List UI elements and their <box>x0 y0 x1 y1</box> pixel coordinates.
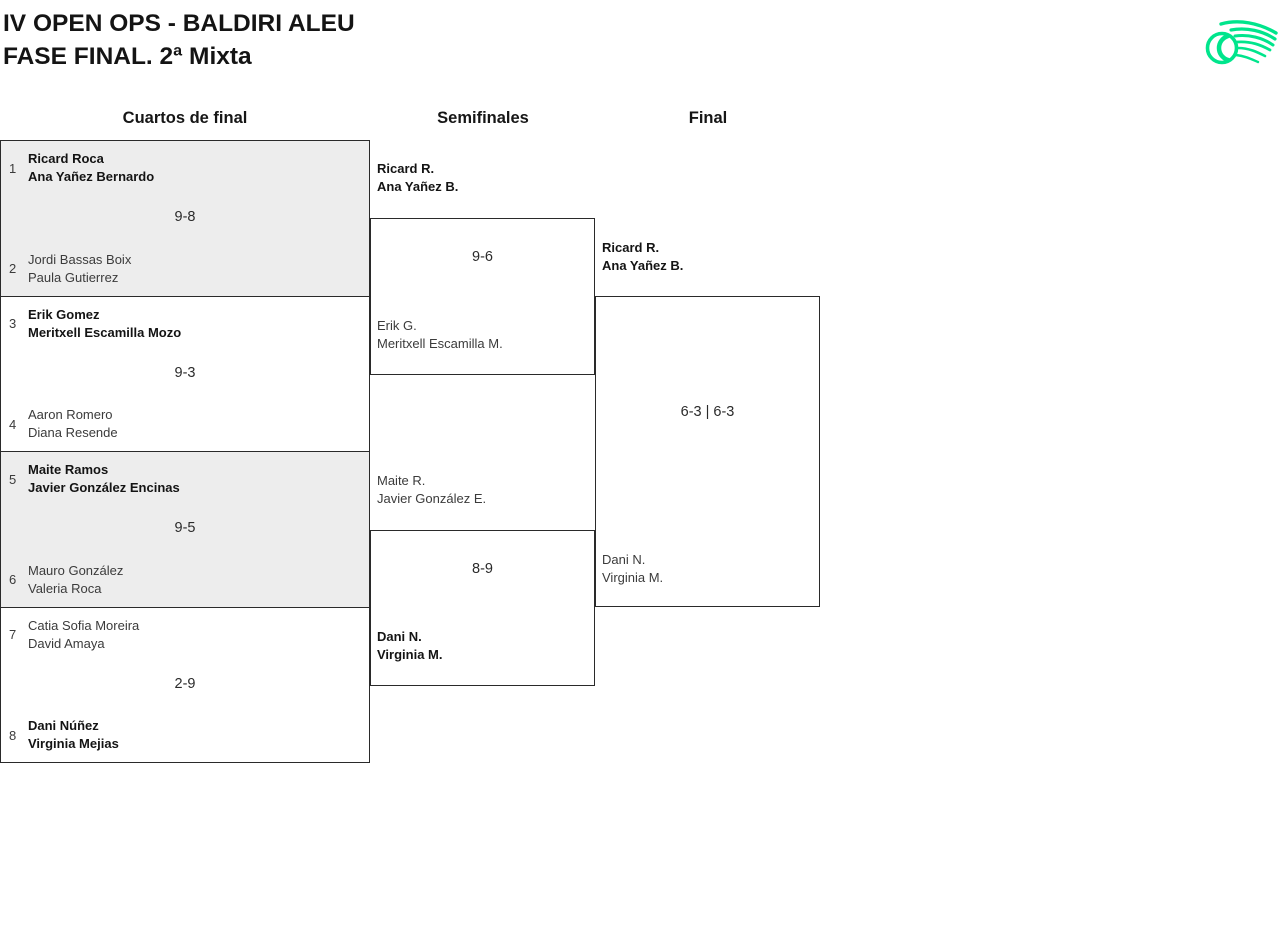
team-names: Jordi Bassas Boix Paula Gutierrez <box>28 251 131 287</box>
match-score: 9-5 <box>174 520 196 537</box>
team-names: Catia Sofia Moreira David Amaya <box>28 617 139 653</box>
player-name: Diana Resende <box>28 425 118 440</box>
player-name: Dani N. <box>377 629 422 644</box>
team-slot: 4 Aaron Romero Diana Resende <box>9 406 363 442</box>
player-name: Mauro González <box>28 562 124 578</box>
player-name: Meritxell Escamilla M. <box>377 336 503 351</box>
player-name: David Amaya <box>28 635 105 651</box>
final-top-team: Ricard R. Ana Yañez B. <box>602 239 683 275</box>
page-title: IV OPEN OPS - BALDIRI ALEU FASE FINAL. 2… <box>3 7 355 73</box>
player-name: Valeria Roca <box>28 580 102 596</box>
match-score: 8-9 <box>472 561 493 577</box>
player-name: Ana Yañez Bernardo <box>28 169 155 184</box>
round-header-final: Final <box>688 109 728 127</box>
tennis-ball-swoosh-icon <box>1205 20 1278 65</box>
semifinal-1-bottom-team: Erik G. Meritxell Escamilla M. <box>377 317 503 353</box>
team-names: Dani Núñez Virginia Mejias <box>28 717 119 753</box>
match-score: 9-3 <box>174 364 196 381</box>
player-name: Javier González E. <box>377 491 487 506</box>
player-name: Erik Gomez <box>28 306 100 322</box>
team-names: Dani N. Virginia M. <box>377 628 443 664</box>
quarterfinals-column: 1 Ricard Roca Ana Yañez Bernardo 9-8 2 J… <box>0 140 370 763</box>
player-name: Virginia M. <box>377 647 443 662</box>
quarterfinal-match-1: 1 Ricard Roca Ana Yañez Bernardo 9-8 2 J… <box>1 141 369 296</box>
seed-number: 6 <box>9 572 17 587</box>
match-score: 9-6 <box>472 249 493 265</box>
seed-number: 2 <box>9 261 17 276</box>
player-name: Javier González Encinas <box>28 480 180 495</box>
seed-number: 3 <box>9 316 17 331</box>
team-slot: 1 Ricard Roca Ana Yañez Bernardo <box>9 150 363 186</box>
seed-number: 8 <box>9 727 17 743</box>
semifinal-1-top-team: Ricard R. Ana Yañez B. <box>377 160 458 196</box>
player-name: Erik G. <box>377 318 417 333</box>
player-name: Ana Yañez B. <box>602 258 684 273</box>
player-name: Ana Yañez B. <box>377 179 459 194</box>
phase-name: FASE FINAL. 2ª Mixta <box>3 43 252 70</box>
team-slot: 8 Dani Núñez Virginia Mejias <box>9 717 363 753</box>
semifinal-2-box: 8-9 <box>370 530 595 686</box>
player-name: Aaron Romero <box>28 407 113 422</box>
player-name: Maite Ramos <box>28 462 109 477</box>
player-name: Virginia Mejias <box>28 736 119 751</box>
team-names: Ricard R. Ana Yañez B. <box>602 239 683 275</box>
player-name: Dani N. <box>602 552 646 567</box>
team-names: Aaron Romero Diana Resende <box>28 406 118 442</box>
round-header-quarterfinals: Cuartos de final <box>122 109 248 127</box>
seed-number: 7 <box>9 627 17 642</box>
tournament-name: IV OPEN OPS - BALDIRI ALEU <box>3 10 355 37</box>
match-score: 2-9 <box>174 675 196 692</box>
team-slot: 7 Catia Sofia Moreira David Amaya <box>9 617 363 653</box>
semifinal-2-top-team: Maite R. Javier González E. <box>377 472 486 508</box>
player-name: Ricard Roca <box>28 151 104 166</box>
team-names: Maite R. Javier González E. <box>377 472 486 508</box>
quarterfinal-match-2: 3 Erik Gomez Meritxell Escamilla Mozo 9-… <box>1 295 369 451</box>
quarterfinal-match-3: 5 Maite Ramos Javier González Encinas 9-… <box>1 451 369 607</box>
seed-number: 1 <box>9 160 17 176</box>
team-names: Ricard Roca Ana Yañez Bernardo <box>28 150 154 186</box>
final-bottom-team: Dani N. Virginia M. <box>602 551 663 587</box>
semifinal-2-bottom-team: Dani N. Virginia M. <box>377 628 443 664</box>
semifinal-1-box: 9-6 <box>370 218 595 375</box>
seed-number: 5 <box>9 471 17 487</box>
player-name: Ricard R. <box>377 161 435 176</box>
team-slot: 6 Mauro González Valeria Roca <box>9 562 363 598</box>
team-names: Erik Gomez Meritxell Escamilla Mozo <box>28 306 181 342</box>
quarterfinal-match-4: 7 Catia Sofia Moreira David Amaya 2-9 8 … <box>1 606 369 762</box>
team-slot: 3 Erik Gomez Meritxell Escamilla Mozo <box>9 306 363 342</box>
match-score: 9-8 <box>174 209 196 226</box>
round-header-semifinals: Semifinales <box>437 109 529 127</box>
team-names: Ricard R. Ana Yañez B. <box>377 160 458 196</box>
player-name: Paula Gutierrez <box>28 269 119 285</box>
player-name: Maite R. <box>377 473 426 488</box>
player-name: Virginia M. <box>602 570 664 585</box>
team-names: Mauro González Valeria Roca <box>28 562 123 598</box>
final-box: 6-3 | 6-3 <box>595 296 820 607</box>
team-names: Erik G. Meritxell Escamilla M. <box>377 317 503 353</box>
team-slot: 5 Maite Ramos Javier González Encinas <box>9 461 363 497</box>
player-name: Ricard R. <box>602 240 660 255</box>
player-name: Jordi Bassas Boix <box>28 251 132 267</box>
team-names: Dani N. Virginia M. <box>602 551 663 587</box>
team-slot: 2 Jordi Bassas Boix Paula Gutierrez <box>9 251 363 287</box>
team-names: Maite Ramos Javier González Encinas <box>28 461 180 497</box>
player-name: Meritxell Escamilla Mozo <box>28 324 182 340</box>
player-name: Dani Núñez <box>28 718 99 733</box>
player-name: Catia Sofia Moreira <box>28 617 140 633</box>
match-score: 6-3 | 6-3 <box>680 404 735 420</box>
seed-number: 4 <box>9 416 17 432</box>
